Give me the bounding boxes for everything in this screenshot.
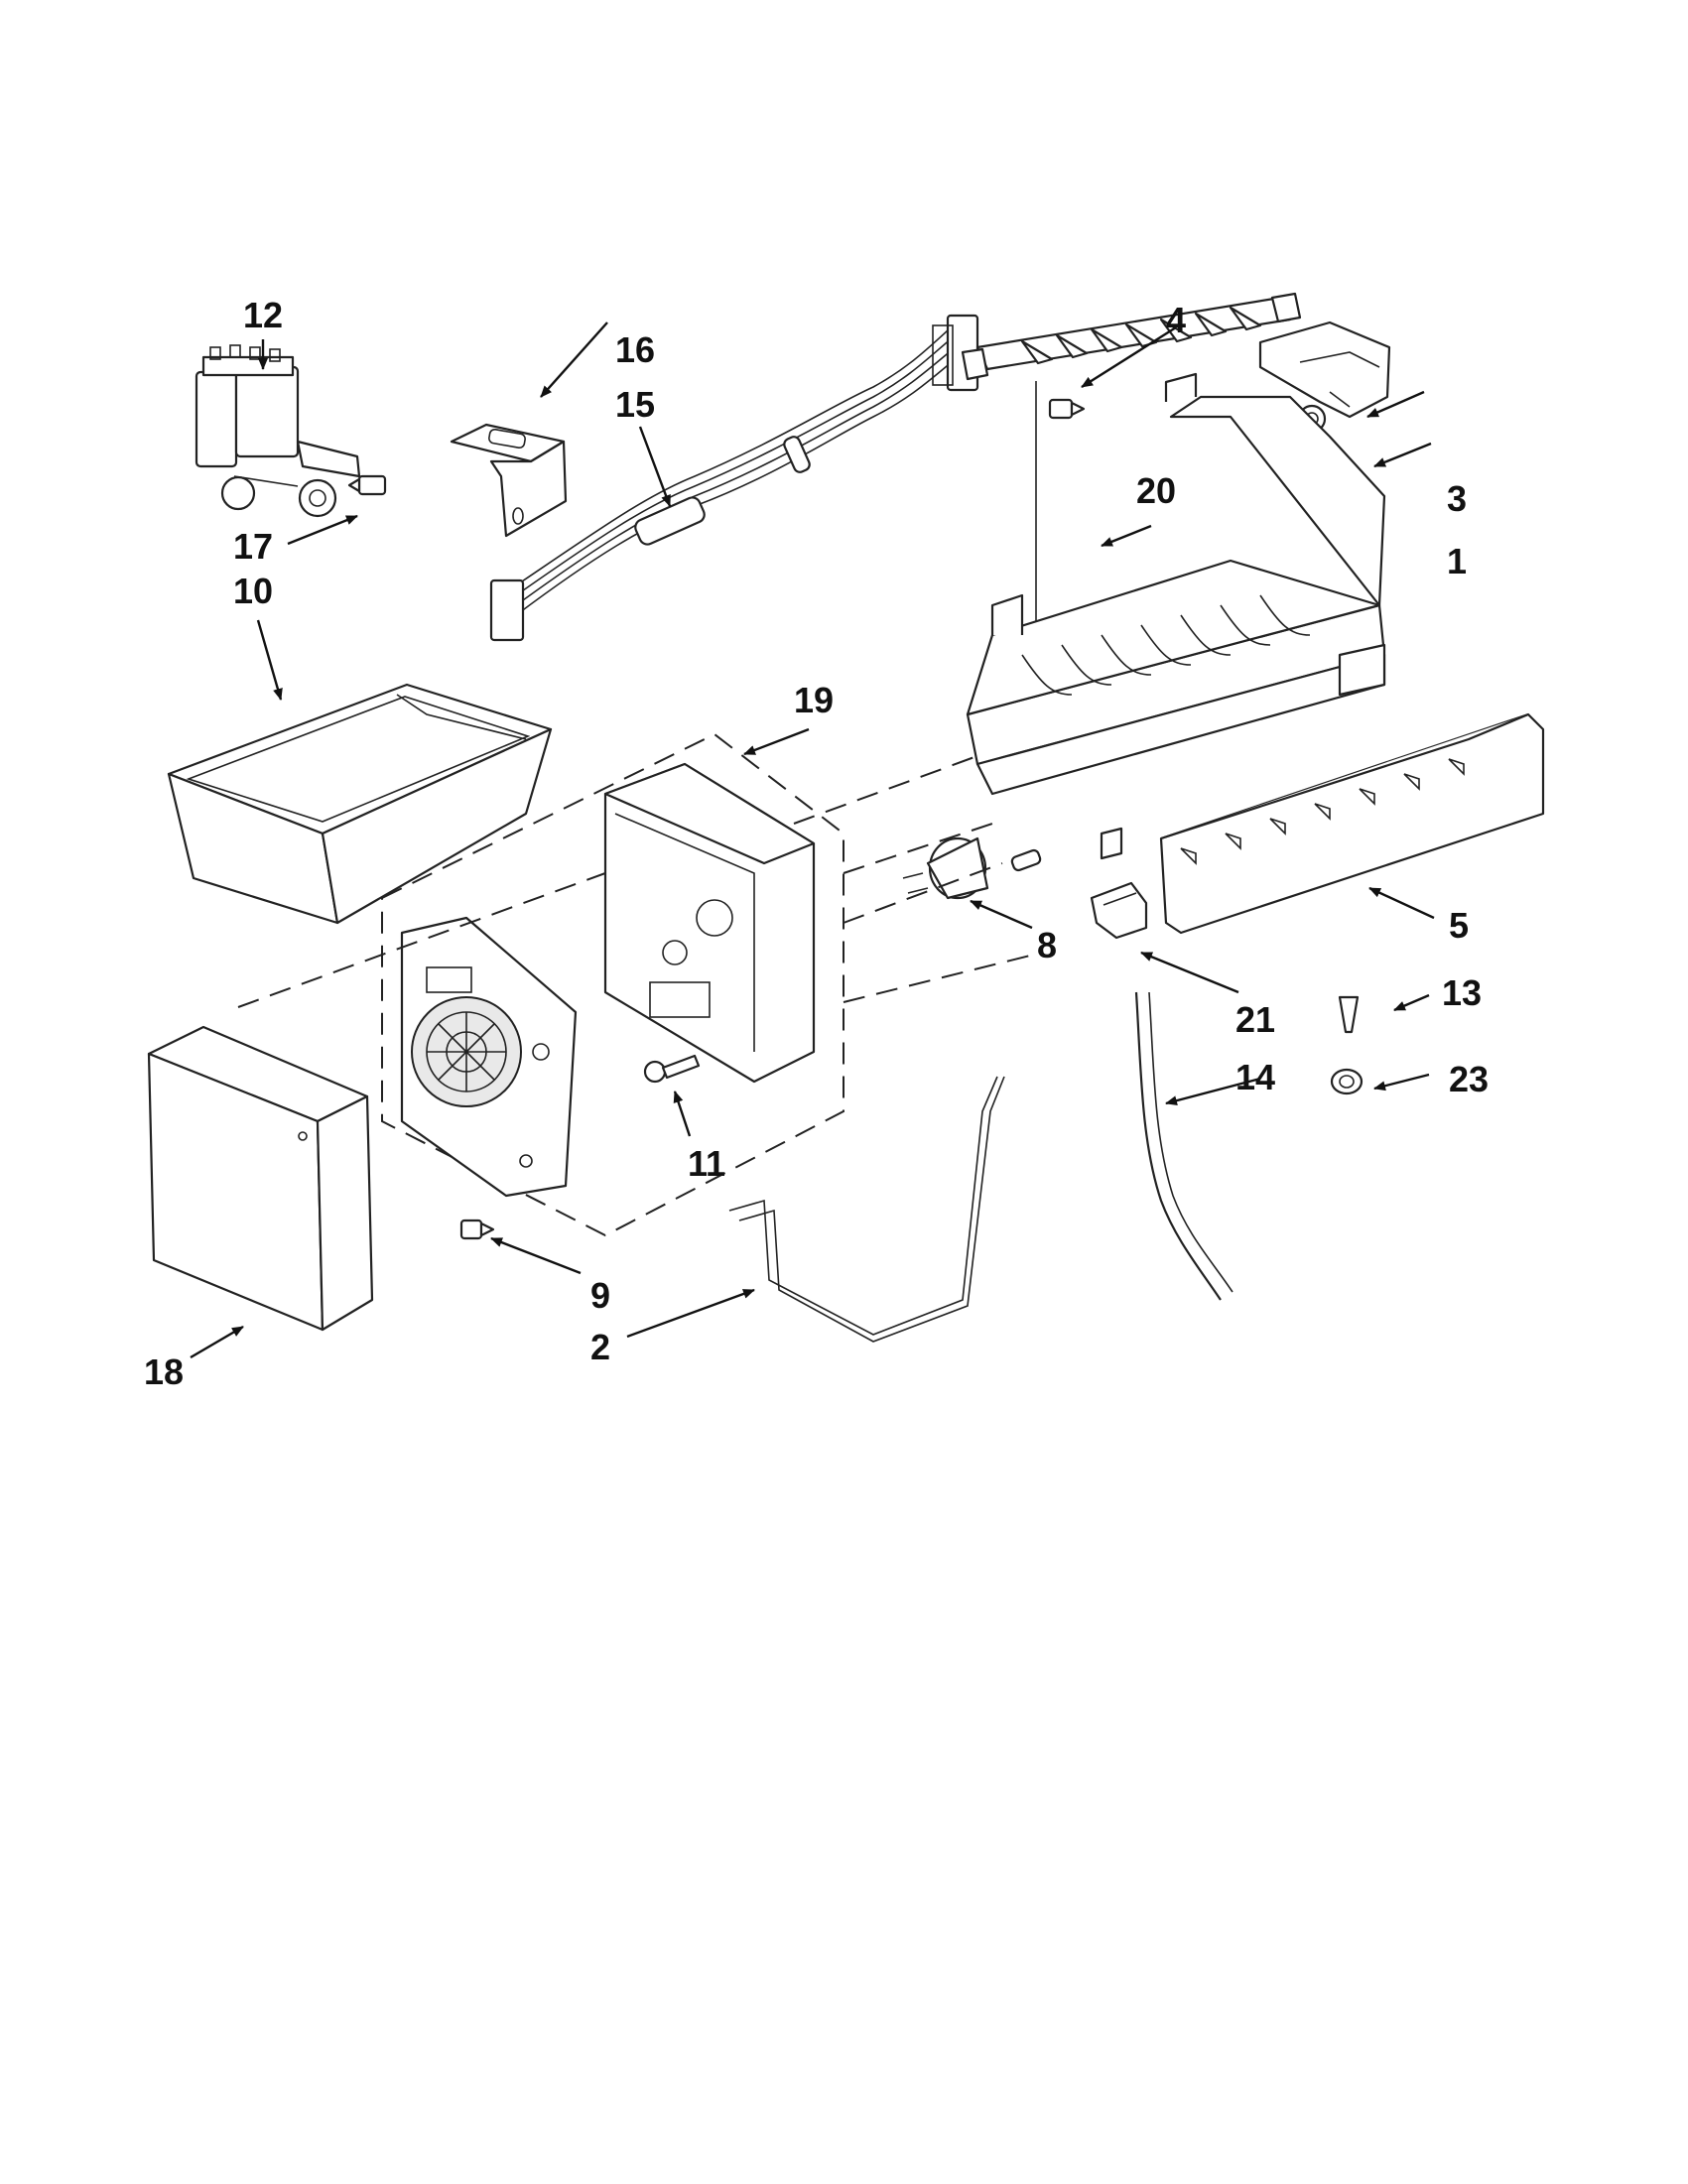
fill-plug — [1338, 995, 1360, 1034]
mold-screw — [1035, 381, 1086, 645]
callout-20: 20 — [1136, 470, 1176, 511]
front-cover — [147, 1025, 374, 1332]
harness-bracket — [450, 423, 568, 538]
shut-off-arm — [728, 1076, 1005, 1343]
thermostat — [902, 836, 1042, 900]
callout-1: 1 — [1447, 541, 1467, 581]
callout-11: 11 — [688, 1143, 725, 1184]
callout-3: 3 — [1447, 478, 1467, 519]
ice-mold — [966, 372, 1386, 860]
callout-10: 10 — [233, 571, 273, 611]
callout-15: 15 — [615, 384, 655, 425]
callout-9: 9 — [590, 1275, 610, 1316]
heater-clip — [1090, 881, 1148, 940]
water-valve — [195, 344, 361, 518]
callout-14: 14 — [1235, 1057, 1275, 1097]
assembly-line — [843, 952, 1043, 1003]
callout-17: 17 — [233, 526, 273, 567]
control-assembly-outline — [381, 732, 844, 1237]
assembly-line — [793, 753, 983, 825]
control-housing — [603, 762, 816, 1084]
motor-plate — [400, 916, 578, 1198]
ejector-blade — [961, 292, 1302, 381]
callout-5: 5 — [1449, 905, 1469, 946]
callout-16: 16 — [615, 329, 655, 370]
mold-shroud — [1159, 712, 1545, 935]
callout-2: 2 — [590, 1327, 610, 1367]
callout-23: 23 — [1449, 1059, 1489, 1099]
callout-4: 4 — [1166, 300, 1186, 340]
callout-13: 13 — [1442, 972, 1482, 1013]
callout-21: 21 — [1235, 999, 1275, 1040]
callout-labels: 12 16 15 4 20 3 1 17 10 19 8 5 21 13 14 … — [144, 295, 1489, 1392]
fill-tube — [1134, 991, 1234, 1301]
callout-18: 18 — [144, 1351, 184, 1392]
callout-12: 12 — [243, 295, 283, 335]
ice-bin — [167, 683, 553, 925]
plate-screw — [459, 1219, 495, 1240]
callout-19: 19 — [794, 680, 834, 720]
leader-lines — [190, 321, 1435, 1359]
assembly-line — [843, 823, 993, 874]
grommet — [1330, 1068, 1363, 1095]
assembly-screw — [643, 1054, 701, 1084]
callout-8: 8 — [1037, 925, 1057, 965]
valve-screw — [347, 474, 387, 496]
assembly-line — [843, 862, 1003, 924]
